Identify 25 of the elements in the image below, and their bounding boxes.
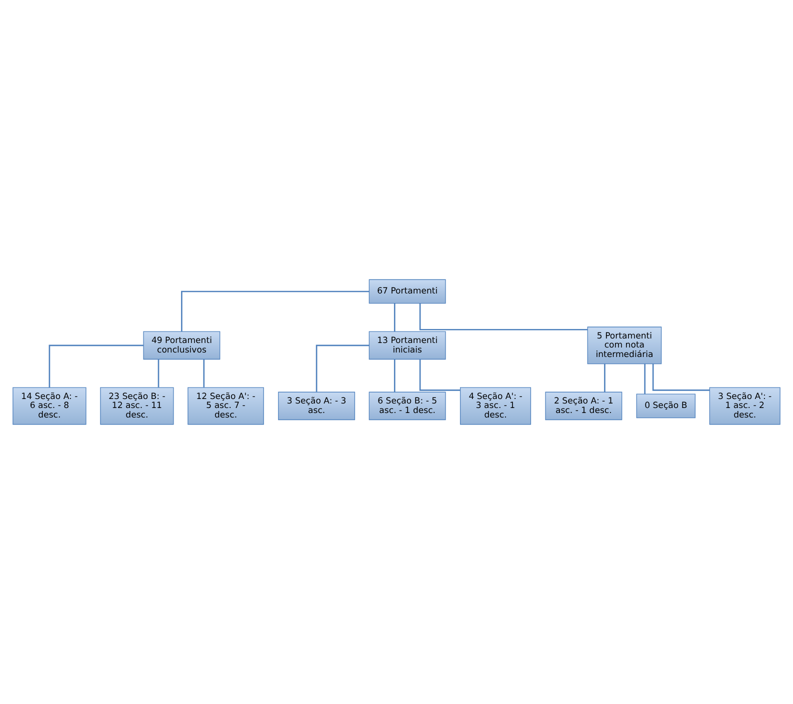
connector [158, 359, 160, 388]
node-box: 67 Portamenti [368, 279, 446, 304]
connector [394, 359, 396, 392]
node-box: 3 Seção A': - 1 asc. - 2 desc. [709, 387, 780, 425]
node-box: 14 Seção A: - 6 asc. - 8 desc. [12, 387, 86, 425]
node-box: 49 Portamenti conclusivos [143, 331, 220, 360]
connector [48, 344, 144, 388]
connector [604, 364, 606, 392]
node-box: 4 Seção A': - 3 asc. - 1 desc. [460, 387, 532, 425]
connector [419, 359, 460, 391]
connector [181, 290, 370, 332]
node-box: 12 Seção A': - 5 asc. 7 - desc. [188, 387, 264, 425]
connector [316, 344, 370, 392]
connector [652, 364, 710, 391]
node-box: 5 Portamenti com nota intermediária [587, 326, 662, 364]
node-box: 13 Portamenti iniciais [368, 331, 446, 360]
node-box: 2 Seção A: - 1 asc. - 1 desc. [545, 392, 622, 420]
connector [394, 303, 396, 332]
connector [644, 364, 646, 394]
node-box: 0 Seção B [636, 394, 696, 418]
node-box: 23 Seção B: - 12 asc. - 11 desc. [100, 387, 174, 425]
connector [419, 303, 588, 330]
node-box: 3 Seção A: - 3 asc. [278, 392, 356, 420]
node-box: 6 Seção B: - 5 asc. - 1 desc. [368, 392, 446, 420]
connector [203, 359, 205, 388]
